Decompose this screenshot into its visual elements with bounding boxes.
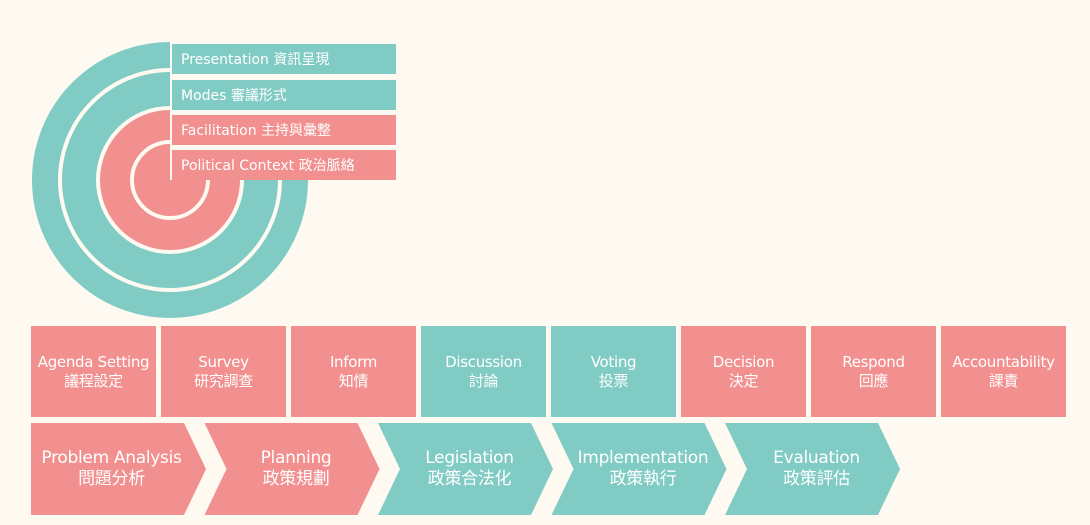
layer-band-3 bbox=[172, 115, 396, 145]
stage-box-4 bbox=[421, 326, 546, 417]
phase-chevron-4 bbox=[551, 423, 727, 515]
stage-row bbox=[31, 326, 1066, 417]
stage-box-5 bbox=[551, 326, 676, 417]
phase-chevron-2 bbox=[204, 423, 380, 515]
phase-chevron-5 bbox=[725, 423, 900, 515]
phase-chevron-1 bbox=[31, 423, 206, 515]
layer-band-2 bbox=[172, 80, 396, 110]
layer-band-4 bbox=[172, 150, 396, 180]
stage-box-6 bbox=[681, 326, 806, 417]
stage-box-1 bbox=[31, 326, 156, 417]
phase-row bbox=[31, 423, 900, 515]
layer-band-1 bbox=[172, 44, 396, 74]
stage-box-2 bbox=[161, 326, 286, 417]
concentric-rings bbox=[28, 34, 396, 322]
phase-chevron-3 bbox=[378, 423, 553, 515]
stage-box-3 bbox=[291, 326, 416, 417]
stage-box-7 bbox=[811, 326, 936, 417]
stage-box-8 bbox=[941, 326, 1066, 417]
